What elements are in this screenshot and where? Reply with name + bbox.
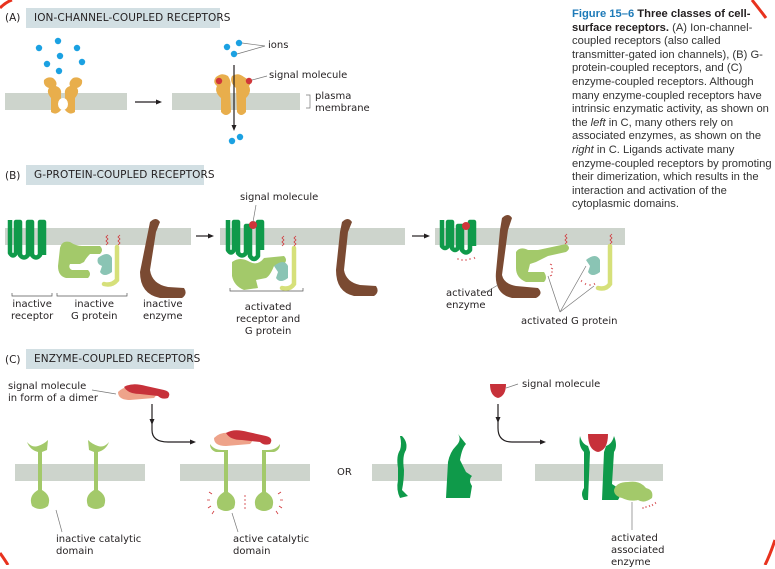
figure-caption: Figure 15–6 Three classes of cell-surfac… [572, 8, 772, 212]
ion-channel-open [214, 74, 251, 115]
signal-molecule [490, 384, 506, 398]
leader-lines [236, 42, 311, 109]
lipid-anchor [281, 235, 297, 247]
activation-rays [457, 256, 596, 286]
membrane-segment [5, 228, 191, 245]
receptor-tyrosine-kinase [27, 440, 109, 509]
gpcr-receptor [225, 219, 265, 262]
g-beta-subunit [586, 256, 600, 275]
lipid-anchor [564, 233, 613, 245]
membrane-segment [372, 464, 502, 481]
label-signal-molecule: signal molecule [522, 379, 601, 390]
g-alpha-subunit [232, 256, 286, 290]
signal-molecule [588, 434, 608, 452]
effector-enzyme [336, 219, 378, 296]
g-beta-subunit [274, 262, 288, 281]
label-activated-g-protein: activated G protein [521, 316, 618, 327]
g-alpha-subunit [516, 244, 569, 282]
caption-body: in C. Ligands activate many enzyme-coupl… [572, 143, 772, 211]
leader-line [252, 204, 257, 223]
arrow-right [135, 99, 162, 105]
lipid-anchor [105, 234, 121, 246]
membrane-segment [15, 464, 145, 481]
arrow-head [540, 439, 546, 445]
signal-molecule [245, 77, 253, 85]
label-or: OR [337, 467, 352, 478]
leader-line [55, 509, 63, 533]
label-signal-dimer: signal molecule in form of a dimer [8, 381, 99, 404]
gpcr-receptor [439, 219, 477, 255]
signal-molecule [462, 222, 470, 230]
membrane-segment [180, 464, 310, 481]
caption-body: (A) Ion-channel-coupled receptors (also … [572, 21, 769, 129]
label-inactive-enzyme: inactive enzyme [143, 299, 183, 322]
leader-line [505, 383, 519, 389]
receptor-tyrosine-kinase [210, 444, 280, 511]
label-signal-molecule: signal molecule [240, 192, 319, 203]
signal-molecule [215, 77, 223, 85]
leader-line [91, 389, 117, 395]
panel-c-tag: (C) [5, 354, 21, 366]
bracket [11, 288, 304, 297]
caption-emphasis: left [590, 116, 606, 129]
label-activated-receptor-g-protein: activated receptor and G protein [236, 302, 301, 337]
membrane-segment [435, 228, 625, 245]
panel-b-graphic [5, 204, 625, 313]
ion-cluster [35, 37, 86, 75]
activation-rays [207, 491, 283, 515]
membrane-segment [220, 228, 405, 245]
label-inactive-g-protein: inactive G protein [71, 299, 118, 322]
ion-channel-closed [43, 77, 83, 114]
binding-arrow [497, 404, 542, 443]
signal-molecule [249, 221, 257, 229]
g-gamma-subunit [595, 243, 613, 291]
label-inactive-catalytic-domain: inactive catalytic domain [56, 534, 142, 557]
activation-rays [642, 501, 657, 509]
label-plasma-membrane: plasma membrane [315, 91, 370, 114]
ion-cluster [223, 39, 244, 145]
effector-enzyme [140, 219, 186, 298]
g-gamma-subunit [101, 244, 120, 287]
effector-enzyme [495, 215, 541, 298]
binding-arrow [151, 404, 192, 443]
leader-lines [485, 265, 595, 313]
label-activated-associated-enzyme: activated associated enzyme [611, 533, 665, 568]
panel-b-header: G-PROTEIN-COUPLED RECEPTORS [26, 165, 215, 185]
figure-label: Figure 15–6 [572, 8, 635, 20]
label-inactive-receptor: inactive receptor [11, 299, 54, 322]
leader-line [231, 512, 239, 533]
figure-title: Three classes of cell-surface receptors. [572, 8, 751, 34]
associated-enzyme [614, 481, 653, 502]
label-activated-enzyme: activated enzyme [446, 288, 493, 311]
label-signal-molecule: signal molecule [269, 70, 348, 81]
signal-dimer [118, 384, 170, 400]
cytokine-receptor-active [579, 436, 620, 500]
gpcr-receptor [7, 219, 47, 260]
ion-flow-arrow [231, 65, 237, 131]
signal-dimer [214, 430, 272, 446]
membrane-segment [535, 464, 663, 481]
caption-body: in C, many others rely on associated enz… [572, 116, 762, 143]
panel-c-graphic [15, 383, 663, 533]
label-ions: ions [268, 40, 289, 51]
g-gamma-subunit [279, 245, 297, 291]
panel-c-header: ENZYME-COUPLED RECEPTORS [26, 349, 200, 369]
label-active-catalytic-domain: active catalytic domain [233, 534, 310, 557]
arrow-head [190, 439, 196, 445]
g-alpha-subunit [58, 241, 102, 278]
cytokine-receptor [397, 434, 472, 498]
g-beta-subunit [97, 254, 112, 275]
panel-a-tag: (A) [5, 12, 21, 24]
membrane-segment [172, 93, 300, 110]
panel-b-tag: (B) [5, 170, 21, 182]
panel-a-header: ION-CHANNEL-COUPLED RECEPTORS [26, 8, 230, 28]
arrow-right [196, 233, 430, 239]
panel-a-graphic [5, 37, 311, 145]
caption-emphasis: right [572, 143, 594, 156]
